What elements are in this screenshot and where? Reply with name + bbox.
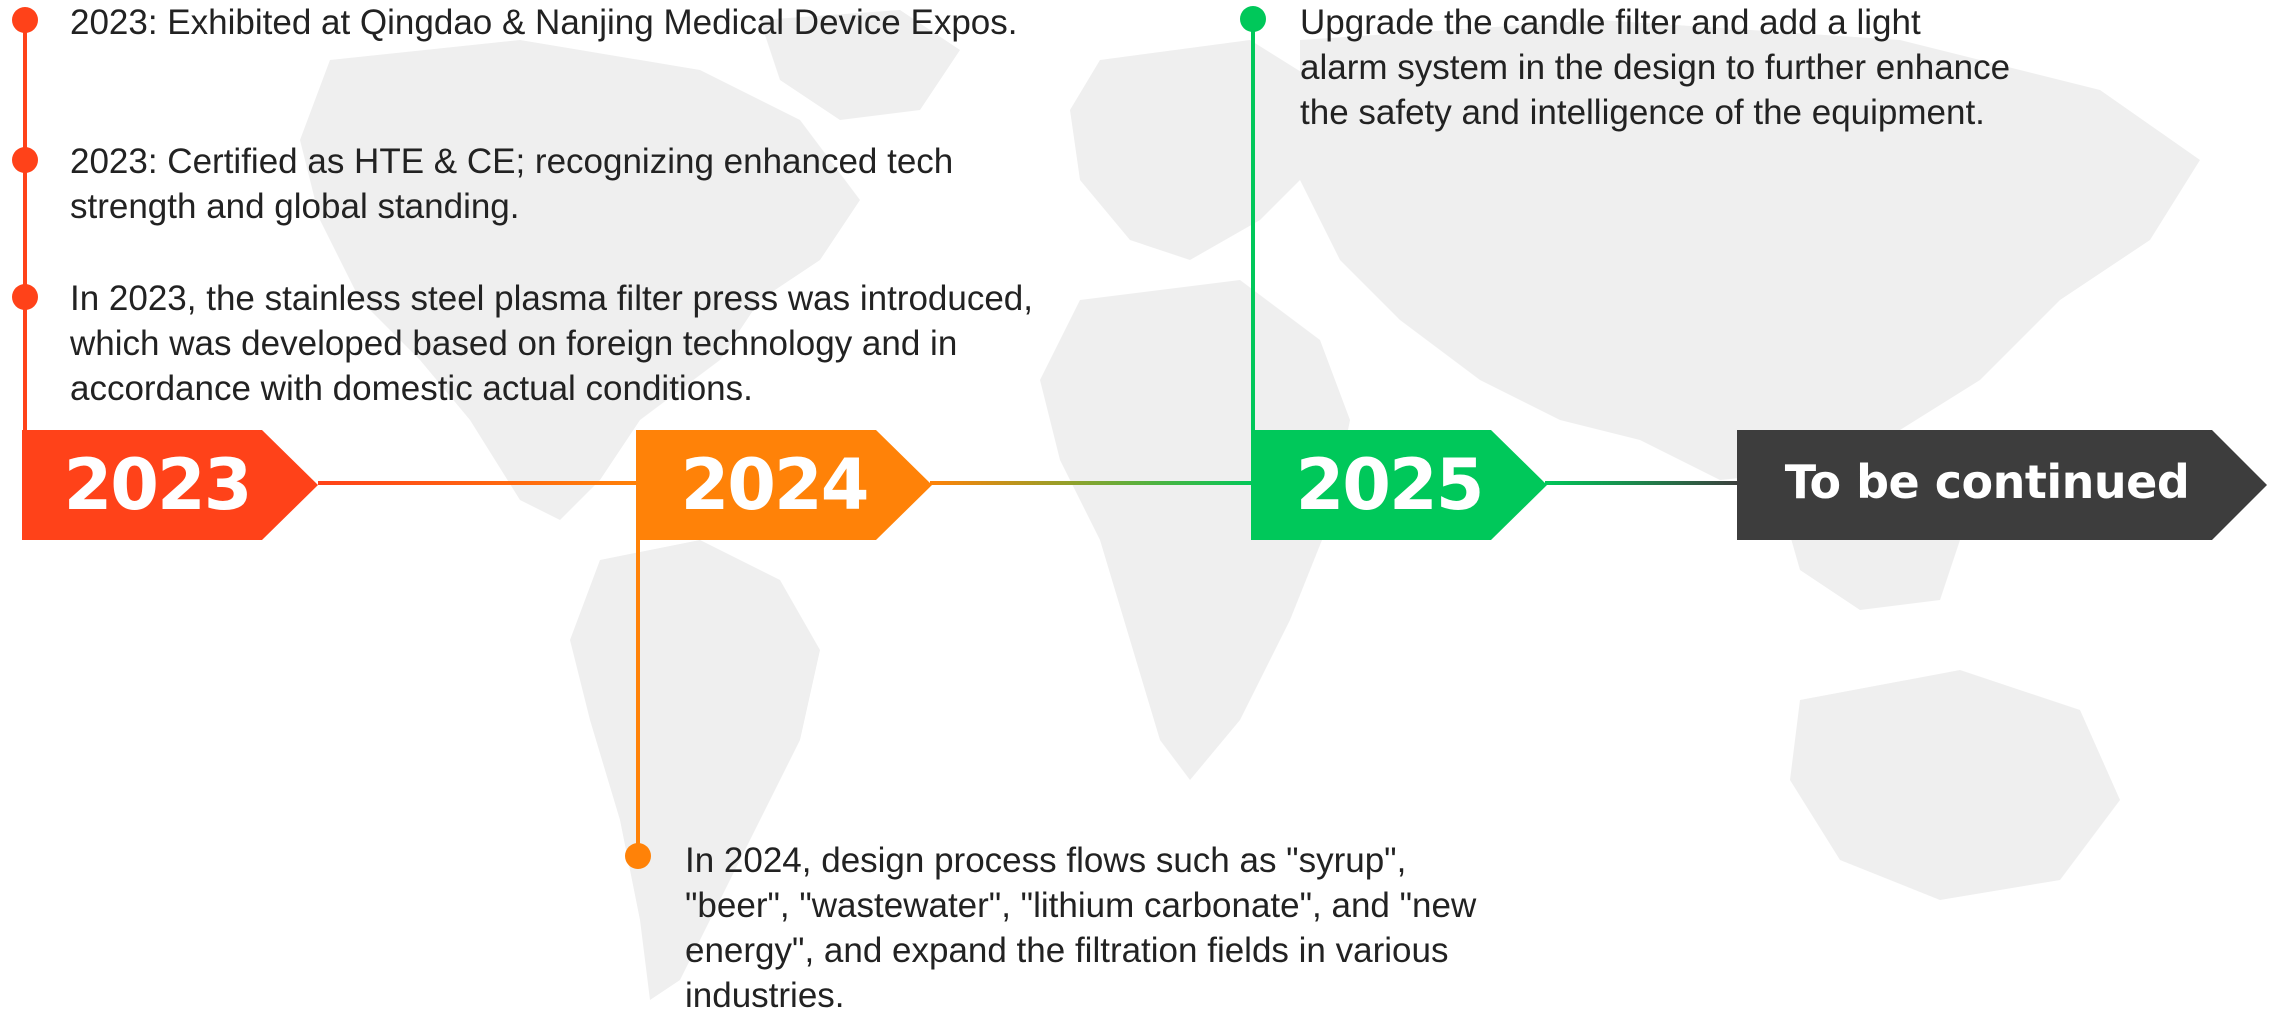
year-tag-2023: 2023 [22, 430, 318, 540]
year-label-to-be-continued: To be continued [1784, 455, 2190, 509]
year-tag-2025-shape [1251, 430, 1547, 540]
year-tag-2024-shape [636, 430, 932, 540]
timeline-2023-connector [23, 20, 27, 440]
event-dot-2023-2 [12, 147, 38, 173]
south-america-shape [570, 540, 820, 1000]
year-label-2024: 2024 [680, 444, 870, 526]
event-dot-2023-3 [12, 284, 38, 310]
year-tag-2024: 2024 [636, 430, 932, 540]
year-tag-2023-shape [22, 430, 318, 540]
event-dot-2024 [625, 843, 651, 869]
event-dot-2025 [1240, 6, 1266, 32]
year-label-2025: 2025 [1295, 444, 1485, 526]
australia-shape [1790, 670, 2120, 900]
event-2023-filter-press: In 2023, the stainless steel plasma filt… [70, 279, 1033, 408]
event-2024-process-flows: In 2024, design process flows such as "s… [685, 841, 1477, 1015]
north-america-shape [300, 40, 860, 520]
timeline-2025-connector [1251, 20, 1255, 440]
event-2025-candle-filter: Upgrade the candle filter and add a ligh… [1300, 3, 2011, 132]
event-dot-2023-1 [12, 7, 38, 33]
event-2023-expos: 2023: Exhibited at Qingdao & Nanjing Med… [70, 3, 1018, 42]
year-tag-to-be-continued-shape [1737, 430, 2267, 540]
asia-shape [1300, 20, 2200, 480]
timeline-connector-2024-2025 [930, 481, 1255, 485]
timeline-2024-connector [636, 530, 640, 860]
event-2023-certification: 2023: Certified as HTE & CE; recognizing… [70, 142, 954, 226]
year-label-2023: 2023 [63, 444, 253, 526]
africa-shape [1040, 280, 1350, 780]
timeline-connector-2025-continued [1545, 481, 1740, 485]
timeline-connector-2023-2024 [318, 481, 640, 485]
europe-shape [1070, 40, 1330, 260]
year-tag-2025: 2025 [1251, 430, 1547, 540]
greenland-shape [760, 10, 960, 120]
year-tag-to-be-continued: To be continued [1737, 430, 2267, 540]
